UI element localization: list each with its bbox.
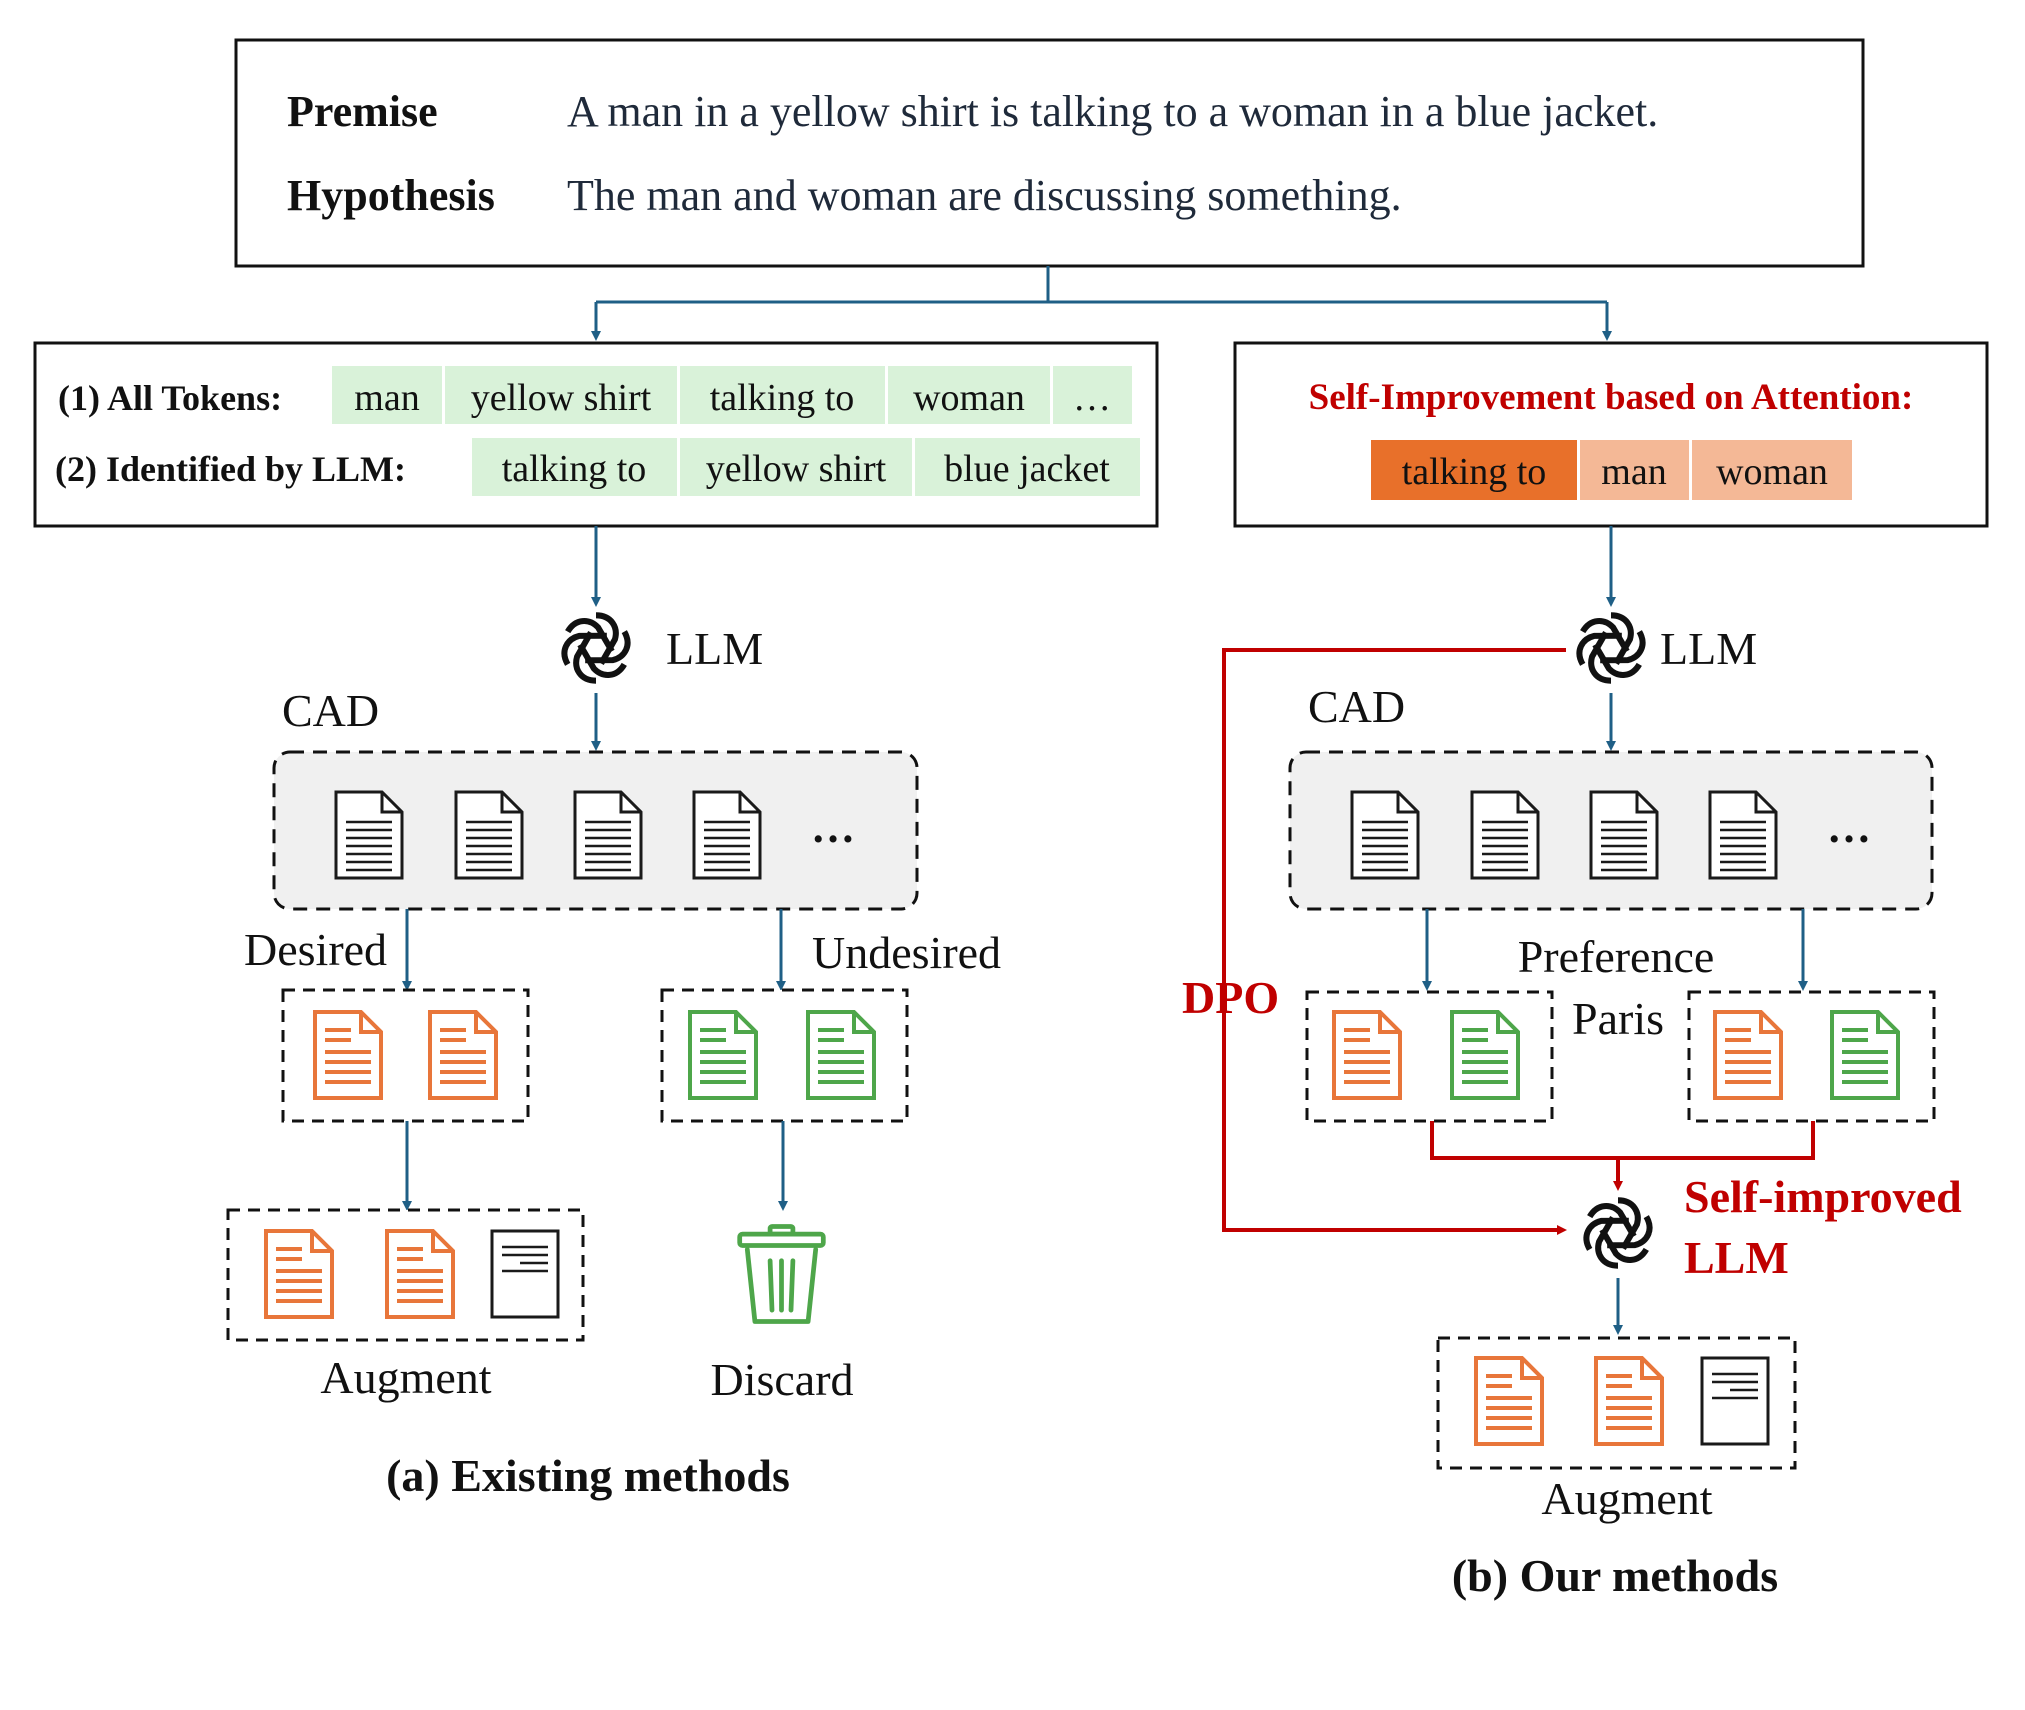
token-chip bbox=[472, 438, 677, 496]
token-chip bbox=[445, 366, 677, 424]
token-text: talking to bbox=[710, 377, 855, 419]
document-icon bbox=[692, 790, 762, 880]
document-icon bbox=[1708, 790, 1778, 880]
token-chip bbox=[888, 366, 1050, 424]
token-text: yellow shirt bbox=[706, 448, 887, 490]
token-text: blue jacket bbox=[944, 448, 1110, 490]
token-chip bbox=[1580, 440, 1689, 500]
document-icon bbox=[1350, 790, 1420, 880]
openai-logo-icon bbox=[558, 615, 634, 682]
document-icon bbox=[428, 1010, 498, 1100]
document-icon bbox=[1700, 1356, 1770, 1446]
desired-label: Desired bbox=[244, 924, 387, 975]
left-cad-label: CAD bbox=[282, 685, 379, 736]
token-chip bbox=[1371, 440, 1577, 500]
document-icon bbox=[688, 1010, 758, 1100]
left-cad-ellipsis: … bbox=[811, 803, 855, 852]
premise-label: Premise bbox=[287, 87, 438, 136]
paris-label: Paris bbox=[1572, 993, 1664, 1044]
token-text: talking to bbox=[1402, 451, 1547, 493]
openai-logo-icon bbox=[1573, 615, 1649, 682]
openai-logo-icon bbox=[1580, 1200, 1656, 1267]
token-chip bbox=[680, 366, 885, 424]
hypothesis-label: Hypothesis bbox=[287, 171, 495, 220]
token-text: talking to bbox=[502, 448, 647, 490]
pairs-merge-connector bbox=[1430, 1121, 1815, 1191]
trash-icon bbox=[740, 1227, 824, 1322]
left-caption: (a) Existing methods bbox=[386, 1450, 790, 1501]
hypothesis-text: The man and woman are discussing somethi… bbox=[567, 171, 1402, 220]
document-icon bbox=[313, 1010, 383, 1100]
token-text: … bbox=[1073, 377, 1111, 419]
token-text: woman bbox=[1716, 451, 1828, 493]
all-tokens-label: (1) All Tokens: bbox=[58, 378, 282, 418]
right-cad-label: CAD bbox=[1308, 681, 1405, 732]
document-icon bbox=[1594, 1356, 1664, 1446]
undesired-label: Undesired bbox=[812, 927, 1001, 978]
right-caption: (b) Our methods bbox=[1452, 1550, 1778, 1601]
document-icon bbox=[1830, 1010, 1900, 1100]
document-icon bbox=[1470, 790, 1540, 880]
self-improved-label-line1: Self-improved bbox=[1684, 1171, 1962, 1222]
attention-tokens-row: talking to man woman bbox=[1371, 440, 1852, 500]
document-icon bbox=[490, 1229, 560, 1319]
left-llm-label: LLM bbox=[666, 623, 763, 674]
llm-tokens-label: (2) Identified by LLM: bbox=[55, 449, 406, 489]
premise-box bbox=[234, 38, 1865, 268]
all-tokens-row: man yellow shirt talking to woman … bbox=[332, 366, 1132, 424]
token-text: man bbox=[1601, 451, 1666, 493]
token-chip bbox=[332, 366, 442, 424]
attention-title: Self-Improvement based on Attention: bbox=[1309, 377, 1914, 418]
document-icon bbox=[385, 1229, 455, 1319]
token-text: man bbox=[354, 377, 419, 419]
self-improved-label-line2: LLM bbox=[1684, 1232, 1789, 1283]
document-icon bbox=[264, 1229, 334, 1319]
token-chip bbox=[1692, 440, 1852, 500]
document-icon bbox=[1713, 1010, 1783, 1100]
right-llm-label: LLM bbox=[1660, 623, 1757, 674]
split-connector bbox=[591, 266, 1612, 341]
document-icon bbox=[1332, 1010, 1402, 1100]
token-text: yellow shirt bbox=[471, 377, 652, 419]
document-icon bbox=[334, 790, 404, 880]
token-chip bbox=[915, 438, 1140, 496]
right-cad-ellipsis: … bbox=[1827, 803, 1871, 852]
right-augment-label: Augment bbox=[1541, 1473, 1712, 1524]
llm-tokens-row: talking to yellow shirt blue jacket bbox=[472, 438, 1140, 496]
left-augment-label: Augment bbox=[320, 1352, 491, 1403]
document-icon bbox=[806, 1010, 876, 1100]
discard-label: Discard bbox=[710, 1354, 853, 1405]
document-icon bbox=[454, 790, 524, 880]
token-chip bbox=[680, 438, 912, 496]
preference-label: Preference bbox=[1518, 931, 1715, 982]
document-icon bbox=[1450, 1010, 1520, 1100]
document-icon bbox=[1474, 1356, 1544, 1446]
document-icon bbox=[1589, 790, 1659, 880]
dpo-label: DPO bbox=[1182, 972, 1279, 1023]
premise-text: A man in a yellow shirt is talking to a … bbox=[567, 87, 1658, 136]
token-chip bbox=[1053, 366, 1132, 424]
document-icon bbox=[573, 790, 643, 880]
token-text: woman bbox=[913, 377, 1025, 419]
dpo-loop bbox=[1222, 648, 1567, 1235]
